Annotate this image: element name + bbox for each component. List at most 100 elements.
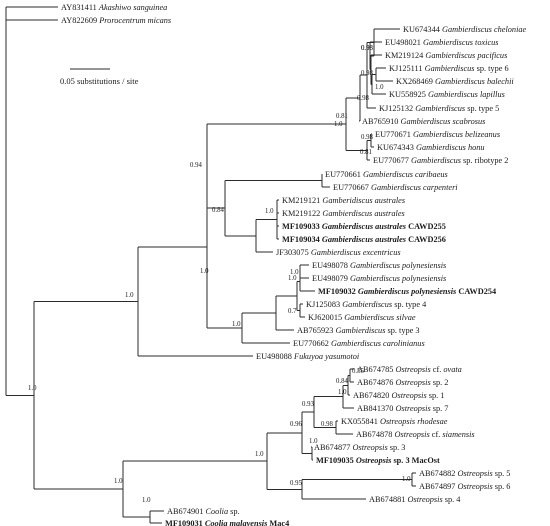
taxon-suffix: sp. type 4 bbox=[392, 300, 427, 309]
taxon-label: AB674785 Ostreopsis cf. ovata bbox=[357, 365, 462, 374]
support-value: 1.0 bbox=[375, 84, 384, 91]
taxon-name: Ostreopsis bbox=[396, 378, 431, 387]
taxon-name-part2: siamensis bbox=[440, 430, 474, 439]
taxon-accession: AB674878 bbox=[356, 430, 395, 439]
taxon-suffix: sp. 6 bbox=[493, 482, 511, 491]
support-value: 0.98 bbox=[321, 421, 333, 428]
taxon-suffix: sp. type 6 bbox=[475, 64, 509, 73]
taxon-suffix: sp. 4 bbox=[443, 495, 462, 504]
support-value: 0.7 bbox=[288, 308, 297, 315]
taxon-name: Gambierdiscus bbox=[411, 156, 461, 165]
taxon-accession: EU498021 bbox=[385, 38, 423, 47]
taxon-suffix: sp. ribotype 2 bbox=[461, 156, 508, 165]
scale-bar-label: 0.05 substitutions / site bbox=[60, 76, 139, 86]
taxon-suffix: sp. 7 bbox=[431, 404, 449, 413]
support-value: 0.84 bbox=[212, 207, 224, 214]
support-value: 0.98 bbox=[357, 95, 369, 102]
taxon-suffix: Mac4 bbox=[267, 519, 289, 526]
taxon-name: Gambierdiscus carolinianus bbox=[331, 339, 425, 348]
taxon-label: AB674881 Ostreopsis sp. 4 bbox=[369, 495, 461, 504]
taxon-label: KJ125132 Gambierdiscus sp. type 5 bbox=[379, 104, 499, 113]
taxon-name: Gambierdiscus bbox=[336, 326, 386, 335]
taxon-name: Gambierdiscus toxicus bbox=[423, 38, 499, 47]
scale-bar: 0.05 substitutions / site bbox=[60, 68, 139, 86]
support-value: 1.0 bbox=[334, 121, 343, 128]
taxon-accession: MF109032 bbox=[318, 287, 358, 296]
taxon-name: Gambierdiscus belizeanus bbox=[413, 130, 500, 139]
taxon-name: Coolia malayensis bbox=[205, 519, 267, 526]
taxon-label: EU498021 Gambierdiscus toxicus bbox=[385, 38, 499, 47]
taxon-name: Gamberidiscus australes bbox=[322, 196, 405, 205]
taxon-label: AB674901 Coolia sp. bbox=[167, 507, 240, 516]
support-value: 1.0 bbox=[142, 497, 151, 504]
taxon-label: MF109034 Gambierdiscus australes CAWD256 bbox=[282, 235, 446, 244]
tree-branches bbox=[5, 6, 416, 524]
taxon-accession: EU498079 bbox=[312, 274, 350, 283]
support-value: 0.96 bbox=[290, 421, 302, 428]
taxon-label: AB765910 Gambierdiscus scabrosus bbox=[362, 117, 485, 126]
taxon-label: EU770661 Gambierdiscus caribaeus bbox=[325, 170, 448, 179]
taxon-accession: MF109035 bbox=[316, 456, 356, 465]
taxon-name: Gambierdiscus carpenteri bbox=[371, 183, 458, 192]
taxon-accession: AY831411 bbox=[61, 3, 99, 12]
taxon-name: Gambierdiscus polynesiensis bbox=[358, 287, 456, 296]
taxon-accession: KU558925 bbox=[389, 90, 428, 99]
taxon-accession: AB674897 bbox=[419, 482, 458, 491]
taxon-accession: KM219122 bbox=[282, 209, 322, 218]
support-value: 0.81 bbox=[336, 113, 348, 120]
taxon-accession: KJ125083 bbox=[306, 300, 342, 309]
support-value: 0.55 bbox=[352, 368, 364, 375]
taxon-suffix: CAWD256 bbox=[406, 235, 446, 244]
taxon-name: Gambierdiscus scabrosus bbox=[401, 117, 486, 126]
taxon-name: Ostreopsis rhodesae bbox=[380, 417, 448, 426]
taxon-accession: AB674882 bbox=[419, 469, 458, 478]
taxon-label: EU770671 Gambierdiscus belizeanus bbox=[375, 130, 500, 139]
taxon-accession: AB674901 bbox=[167, 507, 206, 516]
taxon-accession: EU770671 bbox=[375, 130, 413, 139]
taxon-name: Gambierdiscus australes bbox=[322, 235, 406, 244]
taxon-suffix: sp. type 3 bbox=[385, 326, 419, 335]
taxon-name-part2: ovata bbox=[441, 365, 462, 374]
support-value: 1.0 bbox=[232, 321, 241, 328]
taxon-name: Ostreopsis bbox=[353, 443, 388, 452]
support-value: 1.0 bbox=[402, 476, 411, 483]
taxon-label: EU498088 Fukuyoa yasumotoi bbox=[256, 352, 360, 361]
taxon-name: Ostreopsis bbox=[392, 391, 427, 400]
taxon-suffix: sp. 3 bbox=[388, 443, 406, 452]
taxon-accession: MF109034 bbox=[282, 235, 322, 244]
taxon-label: EU770662 Gambierdiscus carolinianus bbox=[293, 339, 425, 348]
taxon-accession: KX055841 bbox=[341, 417, 380, 426]
taxon-accession: EU498078 bbox=[312, 261, 350, 270]
taxon-suffix: cf. bbox=[431, 365, 442, 374]
taxon-accession: KX268469 bbox=[396, 77, 435, 86]
taxon-name: Ostreopsis bbox=[458, 469, 493, 478]
taxon-label: KJ620015 Gambierdiscus silvae bbox=[308, 313, 416, 322]
support-value: 0.94 bbox=[190, 162, 202, 169]
taxon-accession: AB674881 bbox=[369, 495, 408, 504]
taxon-accession: EU770667 bbox=[333, 183, 371, 192]
taxon-accession: KJ125132 bbox=[379, 104, 415, 113]
taxon-suffix: sp. type 5 bbox=[465, 104, 499, 113]
taxon-label: EU498079 Gambierdiscus polynesiensis bbox=[312, 274, 446, 283]
taxon-accession: AB674877 bbox=[314, 443, 353, 452]
taxon-suffix: CAWD254 bbox=[456, 287, 496, 296]
taxon-name: Gambierdiscus pacificus bbox=[425, 51, 507, 60]
taxon-label: AY831411 Akashiwo sanguinea bbox=[61, 3, 167, 12]
taxon-name: Fukuyoa yasumotoi bbox=[293, 352, 360, 361]
support-value: 1.0 bbox=[309, 438, 318, 445]
taxon-label: KX055841 Ostreopsis rhodesae bbox=[341, 417, 448, 426]
support-value: 0.93 bbox=[302, 401, 314, 408]
taxon-accession: KU674344 bbox=[403, 25, 442, 34]
taxon-label: KU674343 Gambierdiscus honu bbox=[377, 143, 485, 152]
taxon-name: Gambierdiscus polynesiensis bbox=[350, 261, 446, 270]
support-value: 1.0 bbox=[200, 268, 209, 275]
support-value: 1.0 bbox=[125, 292, 134, 299]
taxon-suffix: cf. bbox=[430, 430, 441, 439]
taxon-label: AB841370 Ostreopsis sp. 7 bbox=[357, 404, 448, 413]
taxon-name: Akashiwo sanguinea bbox=[98, 3, 167, 12]
taxon-suffix: sp. bbox=[228, 507, 240, 516]
support-value: 0.84 bbox=[336, 378, 348, 385]
taxon-suffix: CAWD255 bbox=[406, 222, 446, 231]
taxon-label: AB674877 Ostreopsis sp. 3 bbox=[314, 443, 405, 452]
